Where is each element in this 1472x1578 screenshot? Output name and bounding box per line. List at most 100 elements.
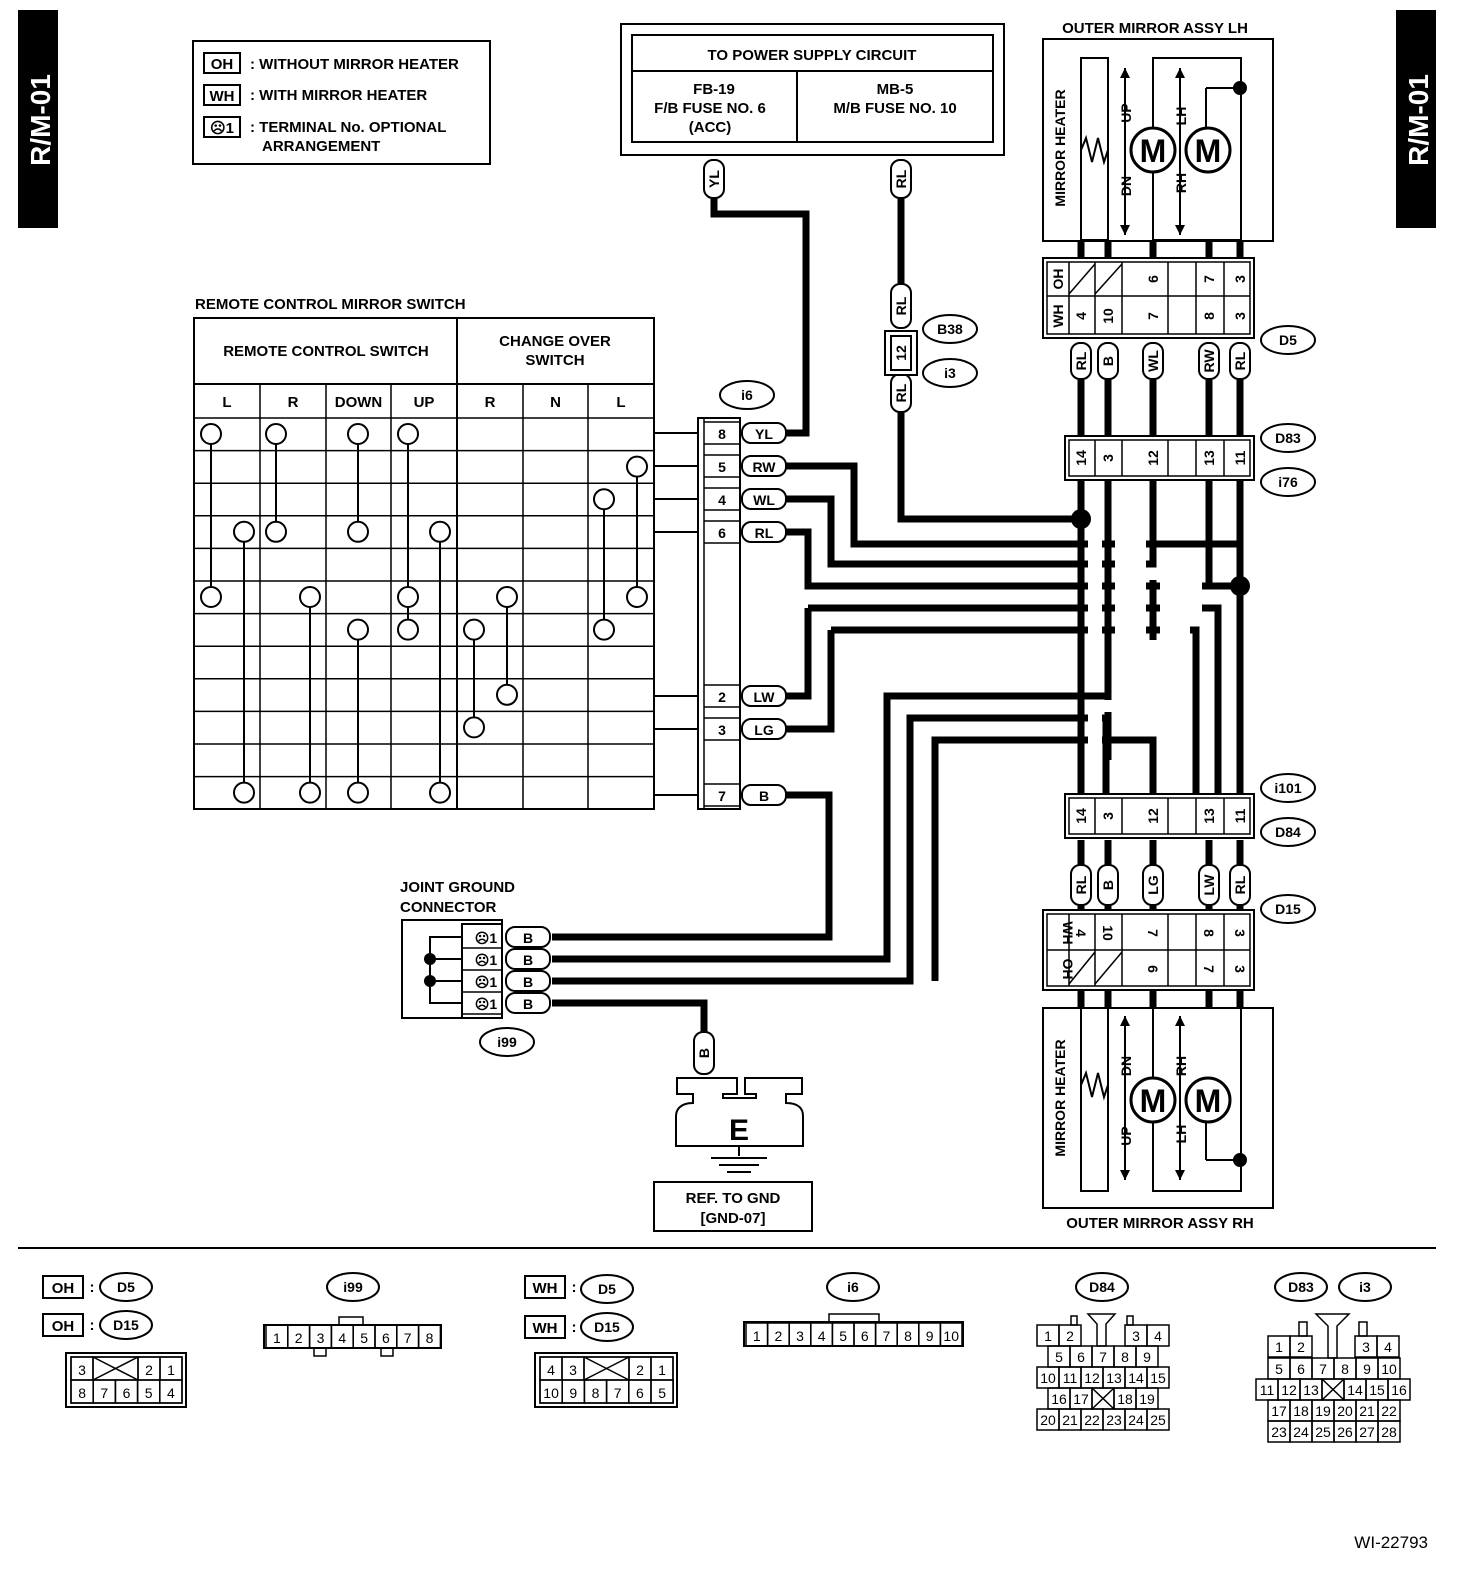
b38-label: B38 [937, 321, 963, 337]
switch-contact [265, 423, 287, 445]
bottom-d83: D83 [1288, 1279, 1314, 1295]
pin-number: 4 [1384, 1339, 1392, 1355]
pin-number: 11 [1063, 1370, 1078, 1386]
i6-wire-tag [741, 685, 787, 707]
switch-contact [265, 520, 287, 543]
legend-text-star-2: ARRANGEMENT [262, 138, 380, 155]
harness-pin: 11 [1232, 808, 1248, 823]
pin-number: 17 [1073, 1391, 1089, 1407]
switch-col-head: R [288, 394, 299, 411]
pin-number: 2 [636, 1362, 644, 1378]
switch-col-head: L [222, 394, 231, 411]
switch-group-changeover-2: SWITCH [525, 352, 584, 369]
legend-text-wh: : WITH MIRROR HEATER [250, 87, 427, 104]
d15-oh-1: 6 [1145, 965, 1161, 973]
pin-number: 1 [167, 1362, 175, 1378]
legend-text-star: : TERMINAL No. OPTIONAL [250, 119, 446, 136]
switch-group-changeover-1: CHANGE OVER [499, 333, 611, 350]
i99-label: i99 [497, 1034, 517, 1050]
pin-number: 27 [1359, 1424, 1375, 1440]
bottom-oh-d5: D5 [117, 1279, 135, 1295]
i3-label: i3 [944, 365, 956, 381]
power-right-1: MB-5 [877, 81, 914, 98]
pin-number: 16 [1391, 1382, 1407, 1398]
pin-number: 15 [1150, 1370, 1166, 1386]
switch-contact [496, 683, 518, 706]
i6-pin-number: 5 [718, 459, 726, 475]
pin-number: 7 [1099, 1349, 1107, 1365]
pin-number: 6 [1297, 1361, 1305, 1377]
connector-key [1070, 1315, 1078, 1326]
harness-pin: 13 [1201, 450, 1217, 466]
pin-number: 24 [1293, 1424, 1309, 1440]
pin-number: 4 [1154, 1328, 1162, 1344]
pin-cell [650, 1379, 674, 1404]
harness-pin: 3 [1100, 812, 1116, 820]
d5-oh-2: 7 [1201, 275, 1217, 283]
d5-oh: OH [1050, 269, 1066, 290]
pin-number: 1 [1044, 1328, 1052, 1344]
mirror-rh-dn: DN [1118, 1056, 1134, 1076]
ground-wire-tag [505, 948, 551, 970]
mirror-lh-rh: RH [1173, 173, 1189, 193]
lh-wire-tag [1198, 342, 1220, 380]
ground-title-1: JOINT GROUND [400, 879, 515, 896]
power-left-2: F/B FUSE NO. 6 [654, 100, 766, 117]
legend-code-oh: OH [211, 56, 234, 73]
mirror-rh-motor-2: M [1195, 1083, 1222, 1119]
i6-label: i6 [741, 387, 753, 403]
pin-number: 26 [1337, 1424, 1353, 1440]
pin-number: 18 [1117, 1391, 1133, 1407]
harness-pin: 11 [1232, 450, 1248, 465]
pin-number: 5 [1055, 1349, 1063, 1365]
d15-wh-4: 8 [1201, 929, 1217, 937]
pin-number: 13 [1303, 1382, 1319, 1398]
harness-pin: 14 [1073, 450, 1089, 466]
pin-number: 4 [167, 1385, 175, 1401]
pin-number: 12 [1084, 1370, 1100, 1386]
mirror-rh-heater-label: MIRROR HEATER [1052, 1039, 1068, 1156]
connector-d5: OH WH 6 7 3 4 10 7 8 3 D5 [1042, 257, 1316, 355]
pin-number: 12 [1281, 1382, 1297, 1398]
pin-number: 2 [775, 1328, 783, 1344]
pin-number: 19 [1315, 1403, 1331, 1419]
wire-tag-rl-mid: RL [893, 296, 909, 315]
d15-wh-3: 7 [1145, 929, 1161, 937]
switch-title: REMOTE CONTROL MIRROR SWITCH [195, 296, 466, 313]
d5-wh-3: 7 [1145, 312, 1161, 320]
pin-number: 6 [382, 1330, 390, 1346]
rh-wire-color: RL [1232, 875, 1248, 894]
connector-key [380, 1347, 394, 1357]
pin-number: 23 [1106, 1412, 1122, 1428]
ground-pin: ☹1 [475, 974, 498, 990]
connector-b38-i3: 12 B38 i3 [884, 314, 978, 388]
pin-number: 7 [100, 1385, 108, 1401]
i6-pin-number: 2 [718, 689, 726, 705]
d15-wh-1: 4 [1073, 929, 1089, 937]
pin-number: 24 [1128, 1412, 1144, 1428]
i6-wire-tag [741, 455, 787, 477]
connector-key [313, 1347, 327, 1357]
switch-col-head: UP [414, 394, 435, 411]
pin-number: 2 [1297, 1339, 1305, 1355]
pin-number: 6 [636, 1385, 644, 1401]
pin-number: 1 [273, 1330, 281, 1346]
connector-key [1298, 1321, 1308, 1337]
pin-number: 13 [1106, 1370, 1122, 1386]
mirror-lh-lh: LH [1173, 107, 1189, 126]
i6-wire-color: WL [753, 492, 775, 508]
switch-contact [397, 423, 419, 445]
pin-number: 7 [404, 1330, 412, 1346]
rh-wire-tag [1229, 864, 1251, 906]
connector-key [1358, 1321, 1368, 1337]
i101-label: i101 [1274, 780, 1301, 796]
lh-wire-tag [1229, 342, 1251, 380]
ground-wire-color: B [523, 974, 533, 990]
d5-wh-2: 10 [1100, 308, 1116, 324]
switch-contact [496, 586, 518, 608]
pin-number: 28 [1381, 1424, 1397, 1440]
mirror-lh-heater-label: MIRROR HEATER [1052, 89, 1068, 206]
